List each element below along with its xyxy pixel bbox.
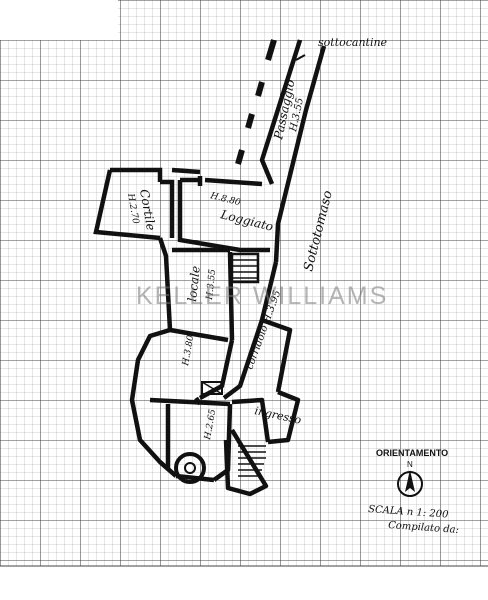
ingresso-walls [223,389,301,497]
blank-corner [0,0,118,40]
label-locale-height: H.3.55 [205,268,218,301]
round-tower [174,452,206,484]
entrance-stairs [238,445,266,477]
orientation-title: ORIENTAMENTO [376,448,448,458]
loggiato-walls [177,176,270,253]
watermark: KELLER WILLIAMS [136,282,389,310]
north-label: N [407,460,413,469]
passaggio-walls [259,39,327,263]
locale-walls [129,237,235,478]
paper-bottom-edge [0,566,488,600]
compass-arrow-icon [405,470,415,492]
label-sottocantine: sottocantine [318,36,388,49]
compiled-label: Compilato da: [388,520,459,536]
fireplace-mark [201,381,223,395]
label-locale: locale [185,265,203,302]
orientation-compass: ORIENTAMENTO N [376,448,448,497]
cortile-walls [93,167,201,241]
staircase [230,252,260,284]
passaggio-window-marks [235,39,277,165]
